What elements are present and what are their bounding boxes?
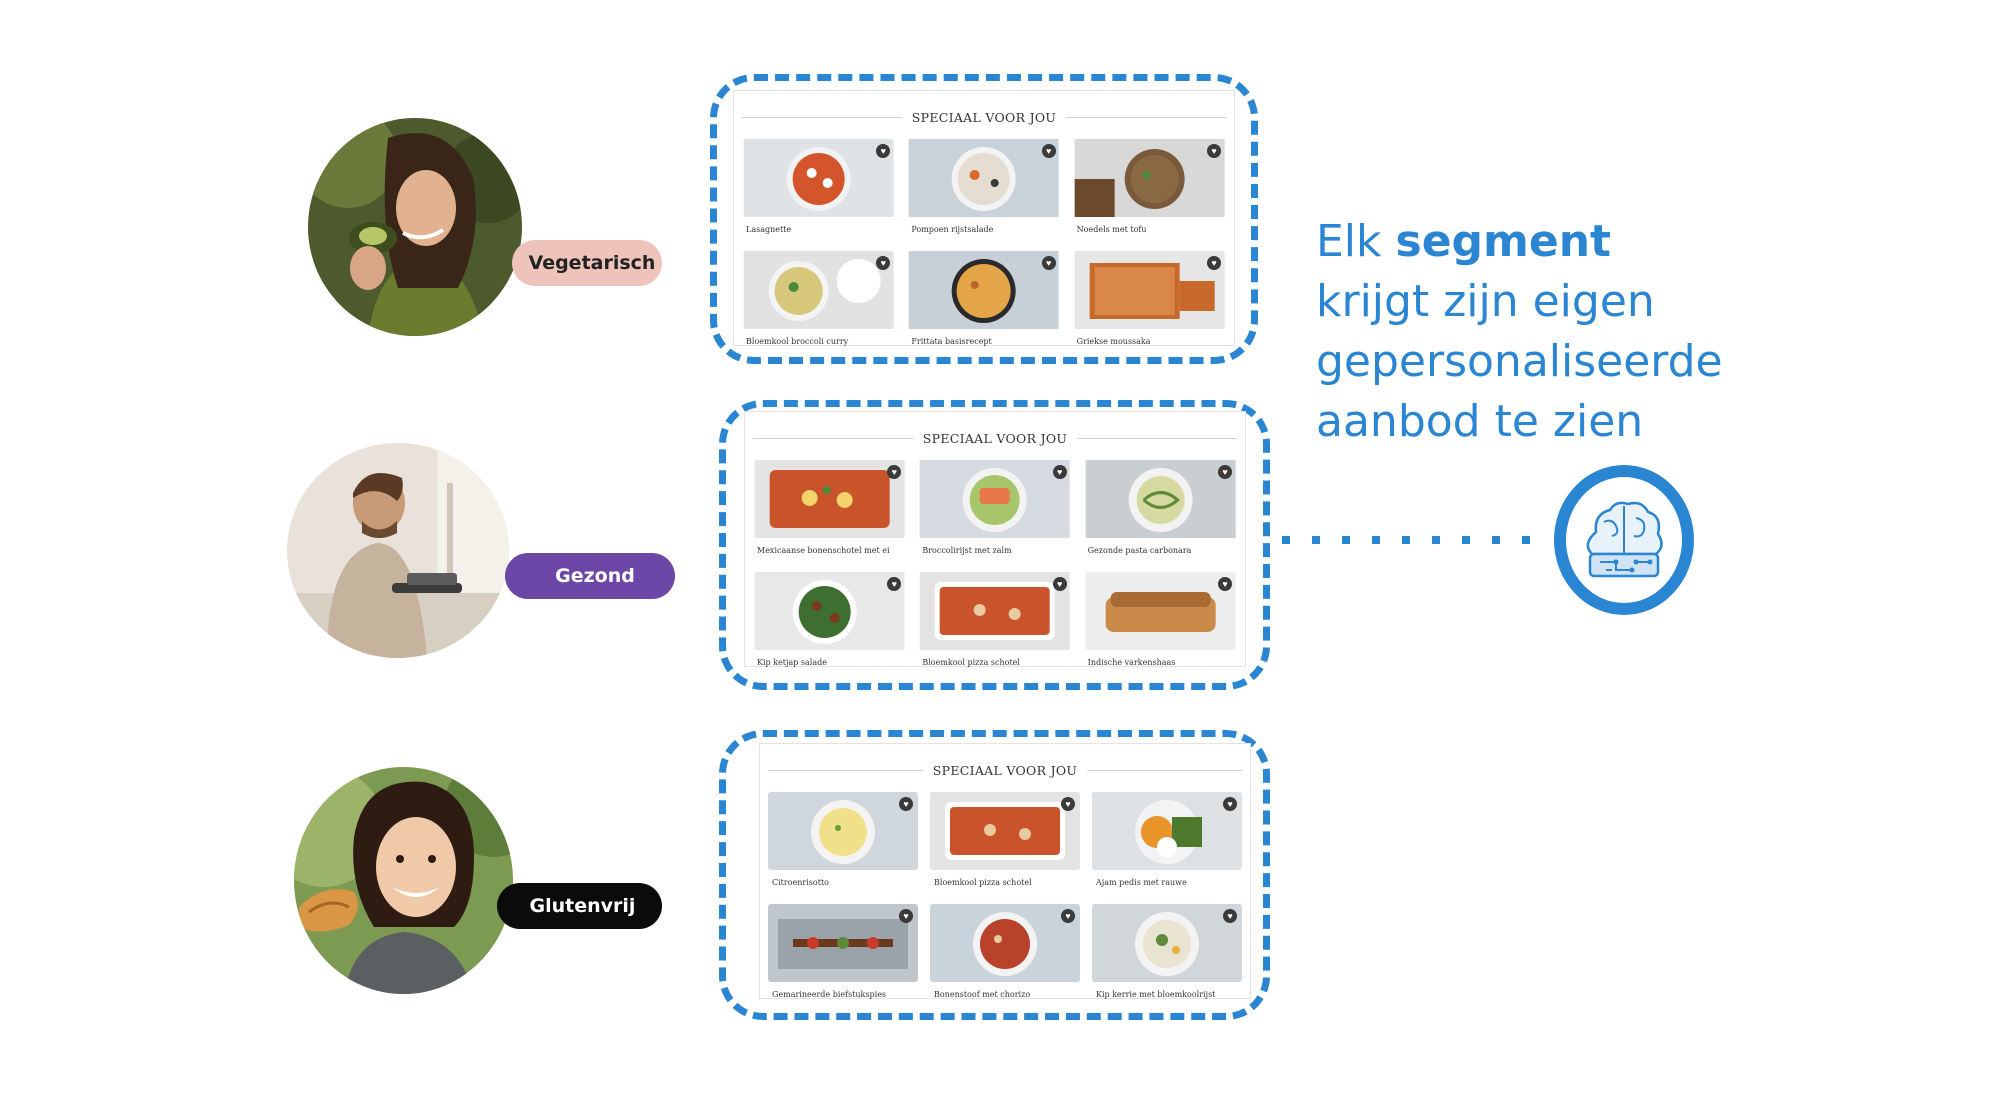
recipe-card-gezond: SPECIAAL VOOR JOU ♥ Mexicaanse bonenscho…	[744, 411, 1246, 667]
recipe-title: Mexicaanse bonenschotel met ei	[757, 546, 890, 555]
recipe-title: Kip kerrie met bloemkoolrijst	[1096, 990, 1216, 999]
heart-icon[interactable]: ♥	[1217, 577, 1232, 591]
headline: Elk segment krijgt zijn eigen gepersonal…	[1316, 212, 1736, 452]
recipe-card-glutenvrij: SPECIAAL VOOR JOU ♥ Citroenrisotto ♥ Blo…	[759, 743, 1251, 999]
recipe-title: Lasagnette	[746, 225, 792, 234]
recipe-title: Frittata basisrecept	[911, 337, 992, 346]
persona-photo-vegetarisch	[308, 118, 522, 336]
recipe-tile[interactable]: ♥ Griekse moussaka	[1073, 251, 1226, 359]
woman-with-croissant-image	[294, 767, 513, 994]
card-header: SPECIAAL VOOR JOU	[742, 107, 1227, 127]
heart-icon[interactable]: ♥	[1217, 465, 1232, 479]
heart-icon[interactable]: ♥	[887, 577, 902, 591]
recipe-tile[interactable]: ♥ Kip kerrie met bloemkoolrijst	[1092, 904, 1242, 1012]
segment-label-gezond: Gezond	[505, 553, 675, 599]
persona-photo-glutenvrij	[294, 767, 513, 994]
heart-icon[interactable]: ♥	[1223, 909, 1237, 923]
heart-icon[interactable]: ♥	[1061, 797, 1075, 811]
card-header: SPECIAAL VOOR JOU	[768, 760, 1243, 780]
recipe-title: Gezonde pasta carbonara	[1087, 546, 1192, 555]
heart-icon[interactable]: ♥	[887, 465, 902, 479]
heart-icon[interactable]: ♥	[899, 797, 913, 811]
offer-panel-glutenvrij	[719, 730, 1270, 1020]
recipe-tile[interactable]: ♥ Lasagnette	[742, 139, 895, 247]
recipe-title: Ajam pedis met rauwe	[1096, 878, 1187, 887]
segment-label-vegetarisch: Vegetarisch	[512, 240, 662, 286]
recipe-title: Noedels met tofu	[1076, 225, 1147, 234]
card-header: SPECIAAL VOOR JOU	[753, 428, 1238, 448]
recipe-tile[interactable]: ♥ Bonenstoof met chorizo	[930, 904, 1080, 1012]
recipe-tile[interactable]: ♥ Gemarineerde biefstukspies	[768, 904, 918, 1012]
segment-label-glutenvrij: Glutenvrij	[497, 883, 662, 929]
heart-icon[interactable]: ♥	[1061, 909, 1075, 923]
recipe-tile[interactable]: ♥ Pompoen rijstsalade	[907, 139, 1060, 247]
headline-part2: krijgt zijn eigen gepersonaliseerde aanb…	[1316, 276, 1723, 447]
heart-icon[interactable]: ♥	[1223, 797, 1237, 811]
recipe-tile[interactable]: ♥ Citroenrisotto	[768, 792, 918, 900]
headline-bold: segment	[1395, 216, 1612, 267]
heart-icon[interactable]: ♥	[1206, 144, 1221, 158]
recipe-title: Gemarineerde biefstukspies	[772, 990, 887, 999]
recipe-title: Bloemkool pizza schotel	[934, 878, 1032, 887]
persona-photo-gezond	[287, 443, 509, 658]
card-title: SPECIAAL VOOR JOU	[932, 762, 1078, 778]
recipe-title: Bonenstoof met chorizo	[934, 990, 1031, 999]
headline-part1: Elk	[1316, 216, 1396, 267]
heart-icon[interactable]: ♥	[1206, 256, 1221, 270]
heart-icon[interactable]: ♥	[876, 256, 891, 270]
recipe-title: Pompoen rijstsalade	[911, 225, 994, 234]
recipe-tile[interactable]: ♥ Bloemkool pizza schotel	[930, 792, 1080, 900]
brain-circuit-icon	[1586, 501, 1663, 578]
heart-icon[interactable]: ♥	[1052, 465, 1067, 479]
heart-icon[interactable]: ♥	[899, 909, 913, 923]
recipe-title: Citroenrisotto	[772, 878, 829, 887]
recipe-tile[interactable]: ♥ Ajam pedis met rauwe	[1092, 792, 1242, 900]
recipe-tile[interactable]: ♥ Kip ketjap salade	[753, 572, 906, 680]
recipe-tile[interactable]: ♥ Gezonde pasta carbonara	[1084, 460, 1237, 568]
recipe-title: Bloemkool broccoli curry	[746, 337, 849, 346]
recipe-title: Indische varkenshaas	[1087, 658, 1176, 667]
heart-icon[interactable]: ♥	[876, 144, 891, 158]
recipe-tile[interactable]: ♥ Broccolirijst met zalm	[918, 460, 1071, 568]
recipe-title: Bloemkool pizza schotel	[922, 658, 1020, 667]
ai-brain-badge	[1554, 465, 1694, 615]
offer-panel-gezond	[719, 400, 1270, 690]
recipe-tile[interactable]: ♥ Indische varkenshaas	[1084, 572, 1237, 680]
recipe-tile[interactable]: ♥ Frittata basisrecept	[907, 251, 1060, 359]
man-cooking-image	[287, 443, 509, 658]
recipe-tile[interactable]: ♥ Noedels met tofu	[1073, 139, 1226, 247]
woman-eating-avocado-image	[308, 118, 522, 336]
card-title: SPECIAAL VOOR JOU	[922, 430, 1068, 446]
dotted-connector	[1282, 536, 1530, 544]
heart-icon[interactable]: ♥	[1041, 256, 1056, 270]
recipe-tile[interactable]: ♥ Bloemkool broccoli curry	[742, 251, 895, 359]
recipe-tile[interactable]: ♥ Bloemkool pizza schotel	[918, 572, 1071, 680]
recipe-title: Griekse moussaka	[1076, 337, 1151, 346]
card-title: SPECIAAL VOOR JOU	[911, 109, 1057, 125]
recipe-tile[interactable]: ♥ Mexicaanse bonenschotel met ei	[753, 460, 906, 568]
heart-icon[interactable]: ♥	[1052, 577, 1067, 591]
offer-panel-vegetarisch	[710, 74, 1258, 364]
recipe-card-vegetarisch: SPECIAAL VOOR JOU ♥ Lasagnette ♥ Pompoen…	[733, 90, 1235, 346]
recipe-title: Broccolirijst met zalm	[922, 546, 1012, 555]
heart-icon[interactable]: ♥	[1041, 144, 1056, 158]
recipe-title: Kip ketjap salade	[757, 658, 827, 667]
